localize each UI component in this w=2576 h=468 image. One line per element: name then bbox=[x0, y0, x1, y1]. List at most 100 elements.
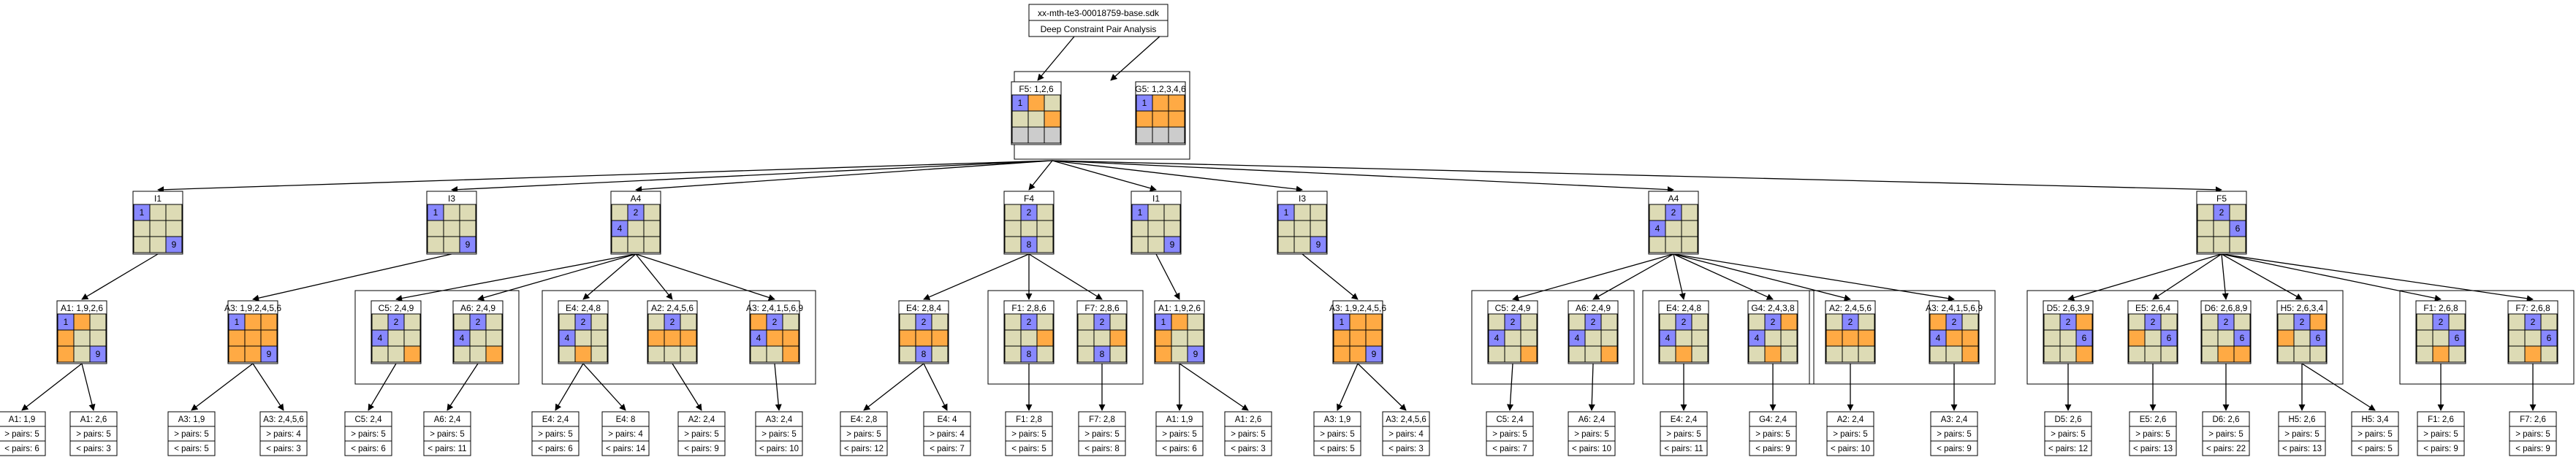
node-label: G4: 2,4,3,8 bbox=[1751, 303, 1795, 313]
grid-cell bbox=[1131, 220, 1149, 237]
grid-cell bbox=[1961, 329, 1979, 347]
leaf-label: F7: 2,6 bbox=[2520, 415, 2546, 424]
leaf-lt-pairs: < pairs: 3 bbox=[76, 445, 111, 453]
cell-digit: 1 bbox=[1018, 98, 1023, 108]
node-label: A2: 2,4,5,6 bbox=[651, 303, 694, 313]
grid-cell bbox=[1659, 313, 1676, 331]
cell-digit: 2 bbox=[581, 317, 586, 327]
grid-cell bbox=[2524, 345, 2542, 363]
cell-digit: 6 bbox=[2240, 333, 2245, 343]
grid-cell bbox=[1568, 345, 1586, 363]
leaf-label: A3: 1,9 bbox=[178, 415, 205, 424]
edge-arrow bbox=[81, 253, 159, 300]
grid-cell bbox=[1093, 329, 1111, 347]
leaf-label: D6: 2,6 bbox=[2212, 415, 2239, 424]
grid-cell bbox=[2059, 345, 2077, 363]
grid-cell bbox=[1780, 345, 1798, 363]
grid-cell bbox=[2229, 204, 2246, 221]
grid-cell bbox=[244, 329, 262, 347]
node-label: A1: 1,9,2,6 bbox=[1158, 303, 1201, 313]
node-label: I1 bbox=[154, 193, 162, 204]
leaf-frame bbox=[2129, 411, 2177, 456]
leaf-gt-pairs: > pairs: 5 bbox=[430, 430, 465, 439]
cell-digit: 9 bbox=[1316, 239, 1321, 250]
cell-digit: 6 bbox=[2316, 333, 2321, 343]
leaf-node: F1: 2,6> pairs: 5< pairs: 9 bbox=[2417, 411, 2465, 456]
leaf-node: D6: 2,6> pairs: 5< pairs: 22 bbox=[2202, 411, 2250, 456]
grid-cell bbox=[2160, 345, 2178, 363]
grid-cell bbox=[2201, 329, 2219, 347]
sub-group-frame bbox=[1642, 290, 1815, 385]
sub-grid: E4: 2,4,824 bbox=[1658, 300, 1709, 364]
leaf-node: C5: 2,4> pairs: 5< pairs: 7 bbox=[1486, 411, 1534, 456]
leaf-gt-pairs: > pairs: 5 bbox=[846, 430, 881, 439]
sub-grid: A6: 2,4,924 bbox=[1568, 300, 1619, 364]
sub-group-frame bbox=[354, 290, 520, 385]
leaf-lt-pairs: < pairs: 9 bbox=[1937, 445, 1972, 453]
sub-grid: A1: 1,9,2,619 bbox=[56, 300, 107, 364]
grid-cell bbox=[558, 345, 576, 363]
grid-cell bbox=[1187, 313, 1204, 331]
grid-cell bbox=[1929, 313, 1947, 331]
leaf-node: E4: 4> pairs: 4< pairs: 7 bbox=[923, 411, 971, 456]
grid-cell bbox=[1659, 345, 1676, 363]
leaf-node: A6: 2,4> pairs: 5< pairs: 11 bbox=[423, 411, 471, 456]
grid-cell bbox=[1044, 94, 1061, 112]
grid-cell bbox=[1036, 313, 1054, 331]
node-label: D5: 2,6,3,9 bbox=[2047, 303, 2090, 313]
leaf-node: E4: 2,4> pairs: 5< pairs: 11 bbox=[1660, 411, 1708, 456]
edge-arrow bbox=[252, 363, 284, 411]
grid-cell bbox=[165, 204, 183, 221]
grid-cell bbox=[469, 345, 487, 363]
leaf-label: C5: 2,4 bbox=[1496, 415, 1524, 424]
grid-cell bbox=[1825, 329, 1843, 347]
leaf-gt-pairs: > pairs: 5 bbox=[1574, 430, 1609, 439]
grid-cell bbox=[1842, 345, 1859, 363]
leaf-frame bbox=[0, 411, 46, 456]
grid-cell bbox=[1681, 220, 1698, 237]
cell-digit: 2 bbox=[922, 317, 927, 327]
sub-grid: C5: 2,4,924 bbox=[1487, 300, 1538, 364]
edge-arrow bbox=[1052, 160, 2222, 193]
leaf-node: A2: 2,4> pairs: 5< pairs: 10 bbox=[1826, 411, 1874, 456]
node-label: A6: 2,4,9 bbox=[460, 303, 495, 313]
grid-cell bbox=[574, 345, 592, 363]
leaf-label: D5: 2,6 bbox=[2054, 415, 2081, 424]
node-label: A3: 1,9,2,4,5,6 bbox=[1329, 303, 1386, 313]
grid-cell bbox=[1171, 329, 1188, 347]
node-label: A3: 1,9,2,4,5,6 bbox=[224, 303, 281, 313]
edge-arrow bbox=[582, 253, 637, 300]
grid-cell bbox=[574, 329, 592, 347]
grid-cell bbox=[1109, 345, 1127, 363]
leaf-label: E4: 4 bbox=[938, 415, 957, 424]
group-frame-layer bbox=[354, 71, 2575, 385]
leaf-label: A3: 2,4,5,6 bbox=[1386, 415, 1426, 424]
leaf-label: A6: 2,4 bbox=[1578, 415, 1606, 424]
sub-group-frame bbox=[2399, 290, 2575, 385]
grid-cell bbox=[2540, 345, 2558, 363]
grid-cell bbox=[1842, 329, 1859, 347]
grid-cell bbox=[485, 329, 503, 347]
grid-cell bbox=[1020, 220, 1038, 237]
edge-arrow bbox=[863, 363, 924, 411]
sub-grid: F7: 2,8,628 bbox=[1076, 300, 1128, 364]
leaf-label: F1: 2,6 bbox=[2428, 415, 2454, 424]
leaf-frame bbox=[2351, 411, 2399, 456]
cell-digit: 2 bbox=[1100, 317, 1105, 327]
node-label: E4: 2,4,8 bbox=[566, 303, 601, 313]
cell-digit: 6 bbox=[2167, 333, 2172, 343]
edge-arrow bbox=[1357, 363, 1407, 411]
grid-cell bbox=[1168, 126, 1185, 144]
grid-cell bbox=[647, 313, 665, 331]
grid-cell bbox=[1748, 345, 1766, 363]
leaf-lt-pairs: < pairs: 10 bbox=[1572, 445, 1611, 453]
sub-grid: A3: 1,9,2,4,5,619 bbox=[224, 300, 281, 364]
leaf-lt-pairs: < pairs: 7 bbox=[1492, 445, 1527, 453]
leaf-lt-pairs: < pairs: 5 bbox=[1320, 445, 1355, 453]
node-label: I1 bbox=[1152, 193, 1160, 204]
grid-cell bbox=[2043, 313, 2061, 331]
cell-digit: 8 bbox=[1027, 349, 1032, 359]
grid-cell bbox=[1825, 313, 1843, 331]
grid-cell bbox=[403, 329, 421, 347]
